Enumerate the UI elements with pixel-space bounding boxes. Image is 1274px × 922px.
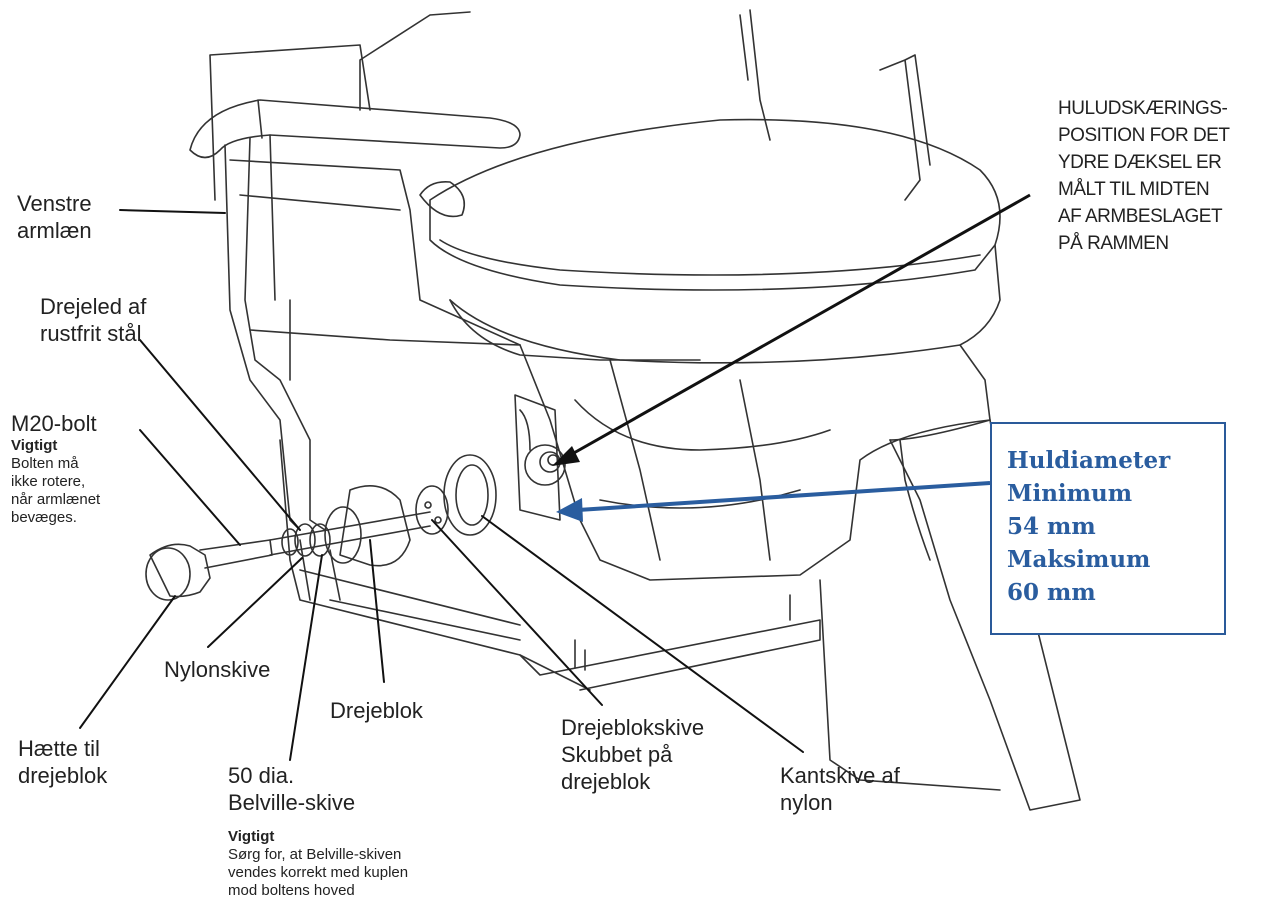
label-left-armrest: Venstre armlæn — [17, 191, 92, 243]
pivot-block — [339, 484, 411, 567]
label-belville-washer: 50 dia. Belville-skive Vigtigt Sørg for,… — [228, 763, 409, 899]
label-pivot-joint: Drejeled af rustfrit stål — [40, 294, 147, 346]
cap — [149, 543, 211, 598]
label-pivot-block: Drejeblok — [330, 698, 423, 723]
frame-box — [229, 159, 521, 346]
label-pivot-block-washer: Drejeblokskive Skubbet på drejeblok — [561, 715, 705, 794]
leader-armrest — [119, 209, 226, 214]
bowl — [519, 344, 991, 581]
leader-cap — [79, 595, 176, 729]
leader-nylonwasher — [207, 557, 303, 648]
leader-block — [369, 539, 385, 683]
back-panel — [209, 11, 471, 201]
leader-pivot — [139, 339, 301, 531]
seat-lid — [429, 118, 1001, 291]
leader-belville — [289, 554, 323, 761]
hole-position-arrow — [552, 193, 1031, 466]
label-nylon-flange-washer: Kantskive af nylon — [780, 763, 900, 815]
leader-flange — [481, 515, 804, 753]
label-nylon-washer: Nylonskive — [164, 657, 271, 682]
leader-bolt — [139, 429, 241, 546]
armrest-handle — [189, 99, 521, 159]
leader-blockwasher — [431, 519, 603, 706]
right-post — [879, 54, 931, 201]
diameter-arrow — [556, 481, 991, 522]
bolt — [199, 539, 273, 569]
label-cap: Hætte til drejeblok — [18, 736, 108, 788]
bracket-plate — [514, 394, 561, 521]
label-hole-position: HULUDSKÆRINGS- POSITION FOR DET YDRE DÆK… — [1058, 98, 1230, 254]
hole-diameter-callout: Huldiameter Minimum 54 mm Maksimum 60 mm — [990, 422, 1226, 635]
label-bolt: M20-bolt Vigtigt Bolten må ikke rotere, … — [11, 411, 101, 526]
